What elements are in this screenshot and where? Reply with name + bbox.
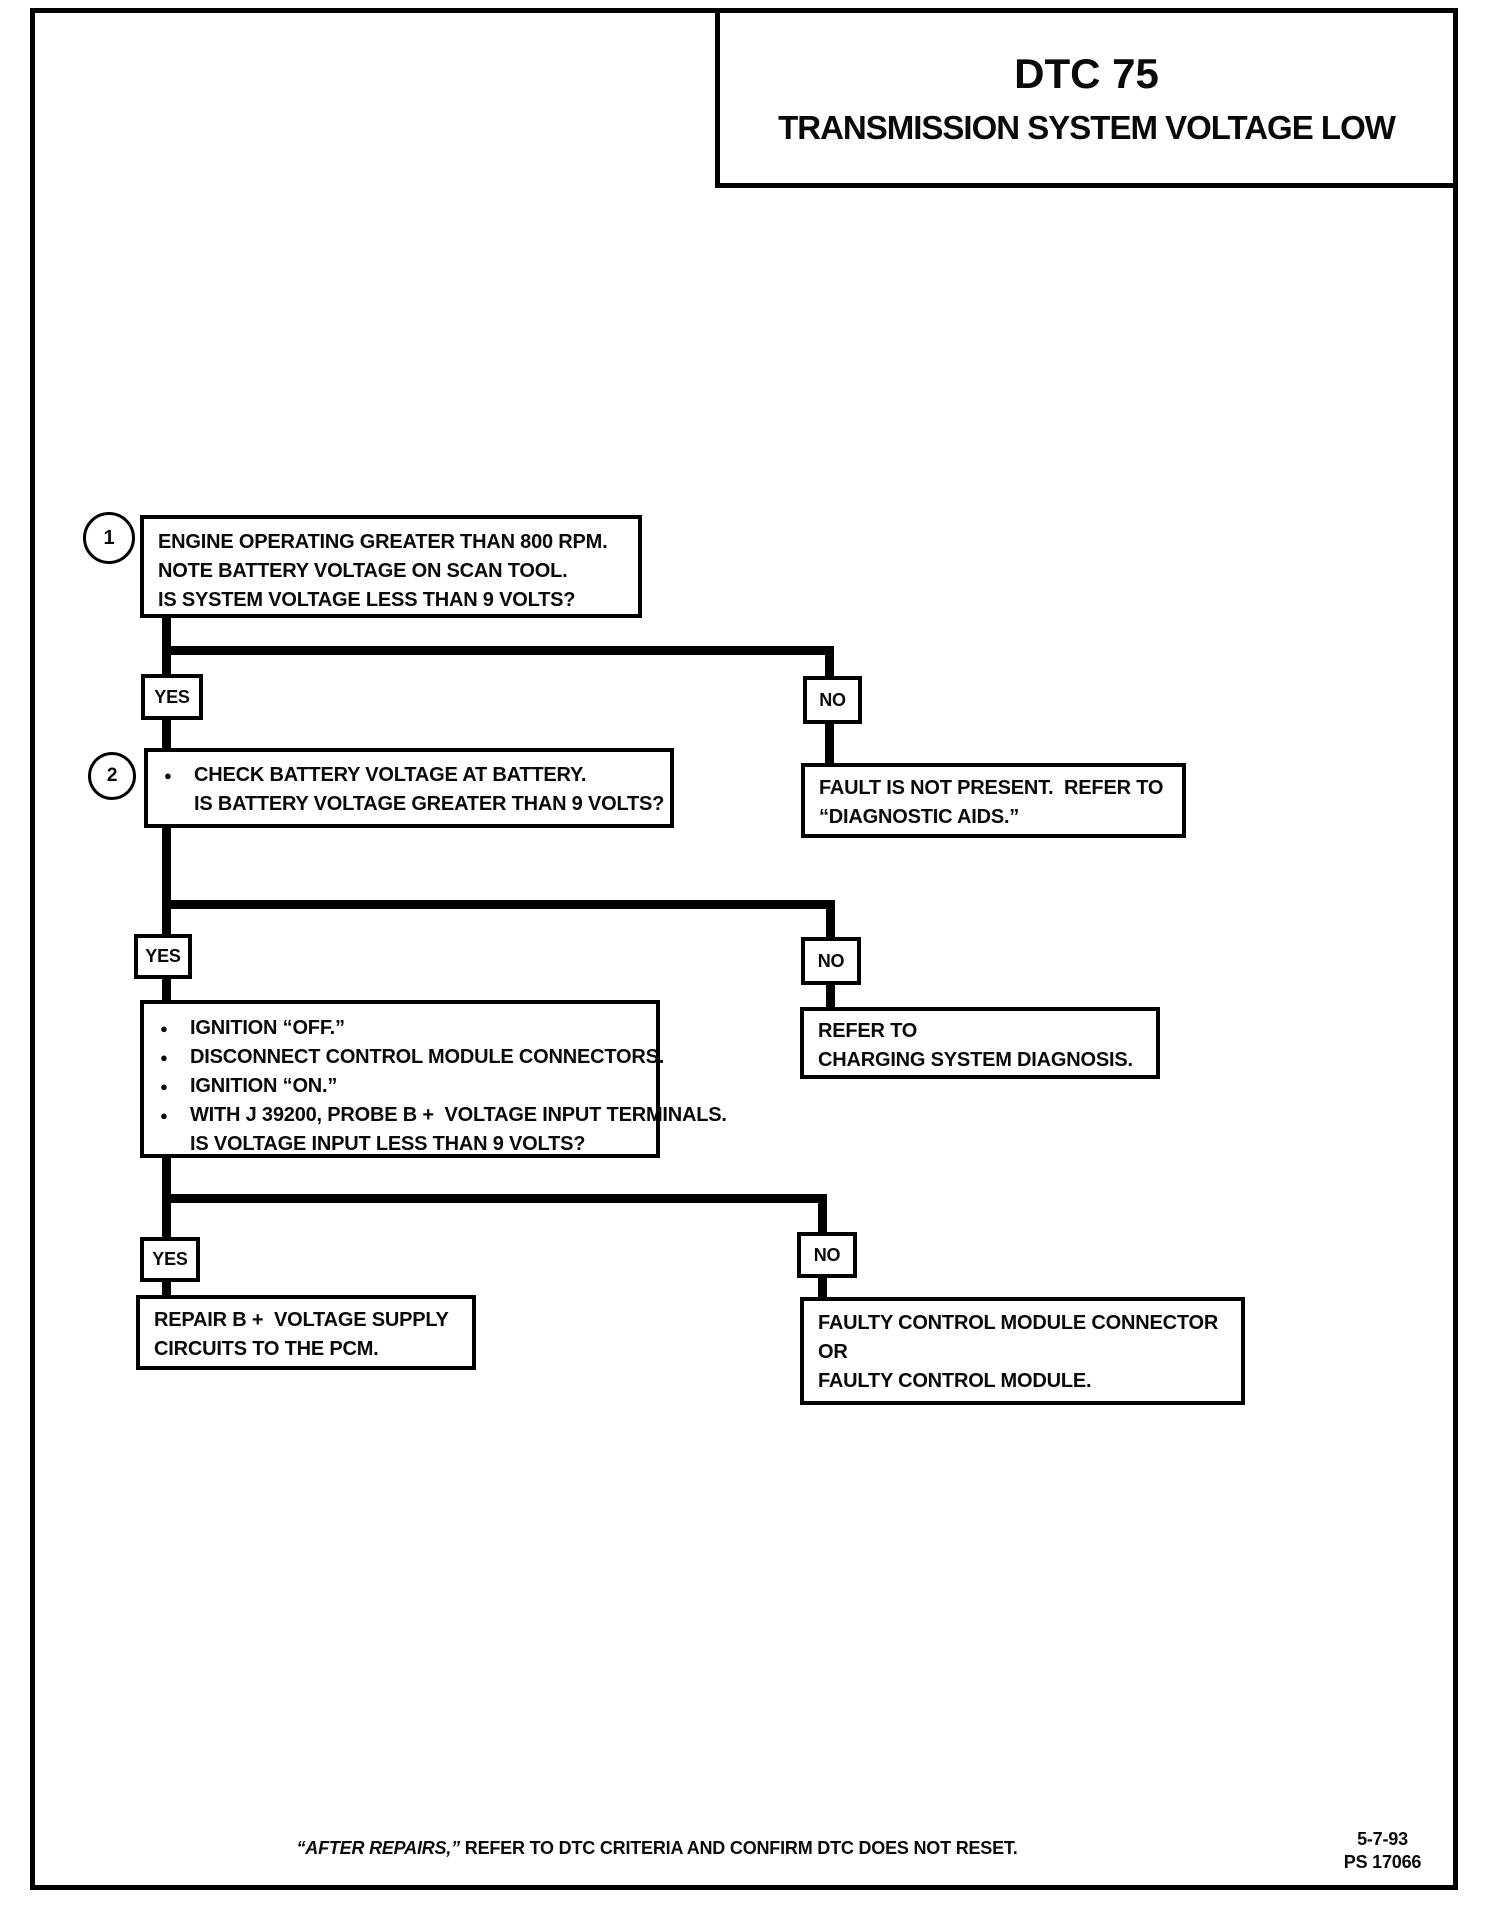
dtc-code: DTC 75 <box>1014 49 1159 97</box>
connector-yes2-to-step3 <box>162 977 171 1004</box>
branch3-yes-label: YES <box>140 1237 200 1282</box>
step3-line: WITH J 39200, PROBE B + VOLTAGE INPUT TE… <box>190 1104 727 1126</box>
connector-branch3-no-drop <box>818 1194 827 1236</box>
faulty-module-line: FAULTY CONTROL MODULE CONNECTOR <box>818 1312 1219 1334</box>
connector-no3-to-result <box>818 1276 827 1300</box>
connector-yes3-to-result <box>162 1280 171 1298</box>
step1-line: ENGINE OPERATING GREATER THAN 800 RPM. <box>158 531 608 553</box>
step2-line: CHECK BATTERY VOLTAGE AT BATTERY. <box>194 764 587 786</box>
fault-not-present-line: FAULT IS NOT PRESENT. REFER TO <box>819 777 1164 799</box>
node-step2: ● CHECK BATTERY VOLTAGE AT BATTERY. IS B… <box>144 748 674 828</box>
bullet-icon: ● <box>160 1079 168 1094</box>
node-refer-charging: REFER TO CHARGING SYSTEM DIAGNOSIS. <box>800 1007 1160 1079</box>
step-number-1: 1 <box>103 526 115 549</box>
connector-branch1-no-drop <box>825 646 834 680</box>
page-title: TRANSMISSION SYSTEM VOLTAGE LOW <box>778 108 1396 146</box>
branch1-no-label: NO <box>803 676 862 724</box>
repair-line: CIRCUITS TO THE PCM. <box>154 1338 379 1360</box>
yes-text: YES <box>152 1249 188 1269</box>
node-step3: ● IGNITION “OFF.” ● DISCONNECT CONTROL M… <box>140 1000 727 1158</box>
node-fault-not-present: FAULT IS NOT PRESENT. REFER TO “DIAGNOST… <box>801 763 1186 838</box>
yes-text: YES <box>145 946 181 966</box>
footer-note-quote: “AFTER REPAIRS,” <box>296 1838 460 1858</box>
bullet-icon: ● <box>160 1021 168 1036</box>
branch1-yes-label: YES <box>141 674 203 720</box>
bullet-icon: ● <box>160 1108 168 1123</box>
connector-no2-to-result <box>826 983 835 1007</box>
refer-charging-line: CHARGING SYSTEM DIAGNOSIS. <box>818 1049 1133 1071</box>
faulty-module-line: FAULTY CONTROL MODULE. <box>818 1370 1092 1392</box>
refer-charging-line: REFER TO <box>818 1020 918 1042</box>
bullet-icon: ● <box>164 768 172 783</box>
no-text: NO <box>819 689 846 710</box>
page-border <box>30 8 1458 1890</box>
node-step1: ENGINE OPERATING GREATER THAN 800 RPM. N… <box>140 515 642 618</box>
footer-doc-number: PS 17066 <box>1343 1852 1422 1872</box>
branch2-no-label: NO <box>801 937 861 985</box>
connector-branch3-horizontal <box>162 1194 822 1203</box>
connector-branch1-horizontal <box>162 646 834 655</box>
step3-line: DISCONNECT CONTROL MODULE CONNECTORS. <box>190 1046 665 1068</box>
node-repair-b-plus: REPAIR B + VOLTAGE SUPPLY CIRCUITS TO TH… <box>136 1295 476 1370</box>
no-text: NO <box>817 950 845 971</box>
branch3-no-label: NO <box>797 1232 857 1278</box>
faulty-module-line: OR <box>818 1341 848 1363</box>
step2-line: IS BATTERY VOLTAGE GREATER THAN 9 VOLTS? <box>194 793 665 815</box>
step3-line: IGNITION “ON.” <box>190 1075 338 1097</box>
yes-text: YES <box>154 686 190 707</box>
connector-yes1-to-step2 <box>162 718 171 752</box>
footer-date: 5-7-93 <box>1357 1829 1408 1849</box>
step1-line: NOTE BATTERY VOLTAGE ON SCAN TOOL. <box>158 560 568 582</box>
connector-branch2-no-drop <box>826 900 835 941</box>
connector-branch2-horizontal <box>162 900 834 909</box>
footer-note: “AFTER REPAIRS,” REFER TO DTC CRITERIA A… <box>157 1838 1157 1859</box>
step-number-circle-2: 2 <box>88 752 136 800</box>
connector-step2-down <box>162 826 171 938</box>
step3-line: IS VOLTAGE INPUT LESS THAN 9 VOLTS? <box>190 1133 586 1155</box>
branch2-yes-label: YES <box>134 934 192 979</box>
title-box: DTC 75 TRANSMISSION SYSTEM VOLTAGE LOW <box>715 8 1458 188</box>
footer-reference: 5-7-93 PS 17066 <box>1320 1828 1445 1874</box>
repair-line: REPAIR B + VOLTAGE SUPPLY <box>154 1309 449 1331</box>
step1-line: IS SYSTEM VOLTAGE LESS THAN 9 VOLTS? <box>158 589 576 611</box>
step3-line: IGNITION “OFF.” <box>190 1017 345 1039</box>
no-text: NO <box>813 1244 841 1265</box>
step-number-circle-1: 1 <box>83 512 135 564</box>
node-faulty-module: FAULTY CONTROL MODULE CONNECTOR OR FAULT… <box>800 1297 1245 1405</box>
footer-note-rest: REFER TO DTC CRITERIA AND CONFIRM DTC DO… <box>459 1838 1018 1858</box>
fault-not-present-line: “DIAGNOSTIC AIDS.” <box>819 806 1020 828</box>
connector-no1-to-result <box>825 722 834 766</box>
step-number-2: 2 <box>106 765 118 786</box>
bullet-icon: ● <box>160 1050 168 1065</box>
